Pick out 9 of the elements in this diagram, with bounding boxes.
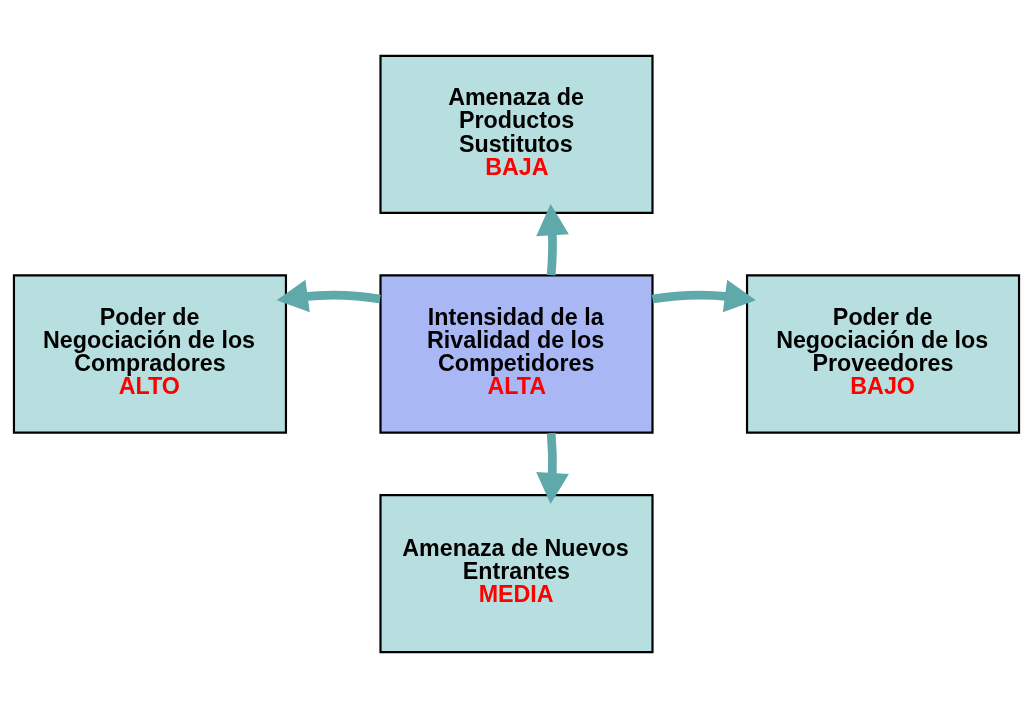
arrow: [276, 279, 381, 313]
node-box: Poder de Negociación de los Compradores ALTO: [12, 274, 288, 434]
node-box: Poder de Negociación de los Proveedores BAJO: [745, 274, 1021, 434]
arrow: [651, 279, 756, 313]
node-box: Intensidad de la Rivalidad de los Competidores ALTA: [379, 274, 654, 434]
node-box: Amenaza de Productos Sustitutos BAJA: [379, 54, 654, 214]
node-box: Amenaza de Nuevos Entrantes MEDIA: [379, 494, 654, 654]
arrow: [536, 204, 569, 276]
arrow: [536, 432, 569, 505]
